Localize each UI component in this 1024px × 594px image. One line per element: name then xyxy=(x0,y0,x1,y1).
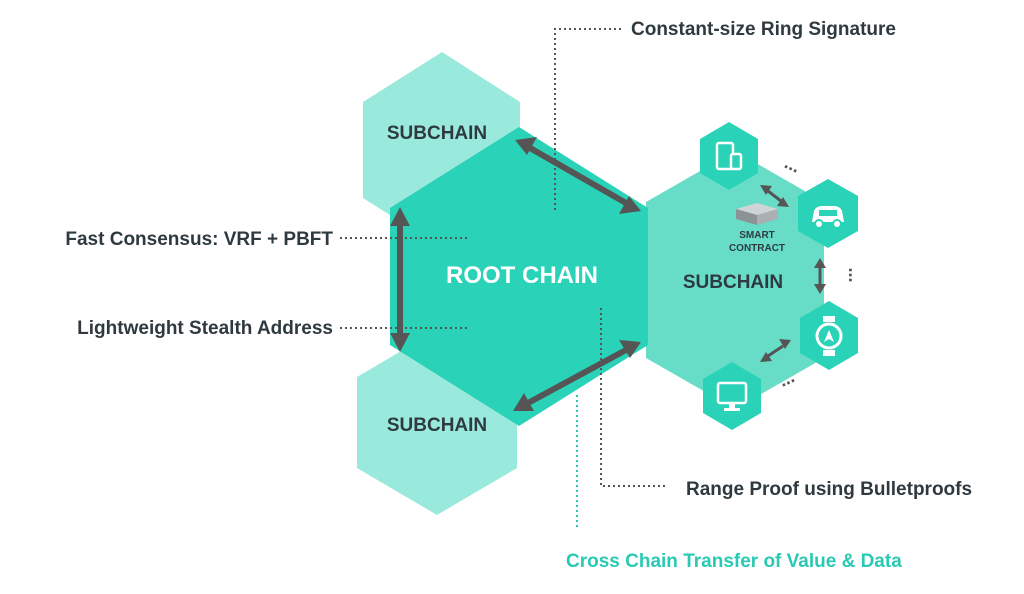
arrow-bottom-subchain-to-right xyxy=(526,347,628,406)
ellipsis-right: ... xyxy=(845,267,865,282)
root-chain-label: ROOT CHAIN xyxy=(446,262,598,289)
arrowhead xyxy=(390,333,410,352)
device-monitor xyxy=(703,362,761,430)
subchain-right-label: SUBCHAIN xyxy=(683,272,783,293)
arrowhead xyxy=(390,207,410,226)
arrowhead xyxy=(515,137,537,155)
arrowhead xyxy=(619,196,641,214)
callout-fast-consensus: Fast Consensus: VRF + PBFT xyxy=(65,229,333,250)
subchain-bottom-left-label: SUBCHAIN xyxy=(387,415,487,436)
callout-leaders xyxy=(340,28,668,527)
car-icon xyxy=(812,206,844,229)
arrowhead xyxy=(619,340,641,358)
root-chain: ROOT CHAIN xyxy=(390,127,648,426)
mobile-devices-icon xyxy=(715,141,743,171)
smart-contract: SMART CONTRACT xyxy=(729,203,785,254)
arrowhead xyxy=(513,393,534,411)
subchain-top-left-label: SUBCHAIN xyxy=(387,123,487,144)
arrow-top-subchain-to-right xyxy=(528,145,628,206)
callout-ring-signature: Constant-size Ring Signature xyxy=(631,19,896,40)
smart-contract-label-line1: SMART xyxy=(739,230,775,241)
smart-contract-label-line2: CONTRACT xyxy=(729,243,785,254)
device-car xyxy=(798,179,858,248)
arrow-monitor-watch xyxy=(767,344,784,358)
device-smartwatch xyxy=(800,301,858,370)
callout-cross-chain: Cross Chain Transfer of Value & Data xyxy=(566,551,902,572)
callout-range-proof: Range Proof using Bulletproofs xyxy=(686,479,972,500)
transfer-arrows xyxy=(390,137,826,411)
monitor-icon xyxy=(716,381,748,411)
ellipsis-top: ... xyxy=(782,152,804,176)
device-mobile xyxy=(700,122,758,190)
subchain-right: SUBCHAIN xyxy=(646,151,824,409)
leader-ring-signature xyxy=(554,28,622,210)
arrow-contract-car xyxy=(767,189,782,203)
callout-stealth-address: Lightweight Stealth Address xyxy=(77,318,333,339)
smartwatch-icon xyxy=(815,316,843,356)
